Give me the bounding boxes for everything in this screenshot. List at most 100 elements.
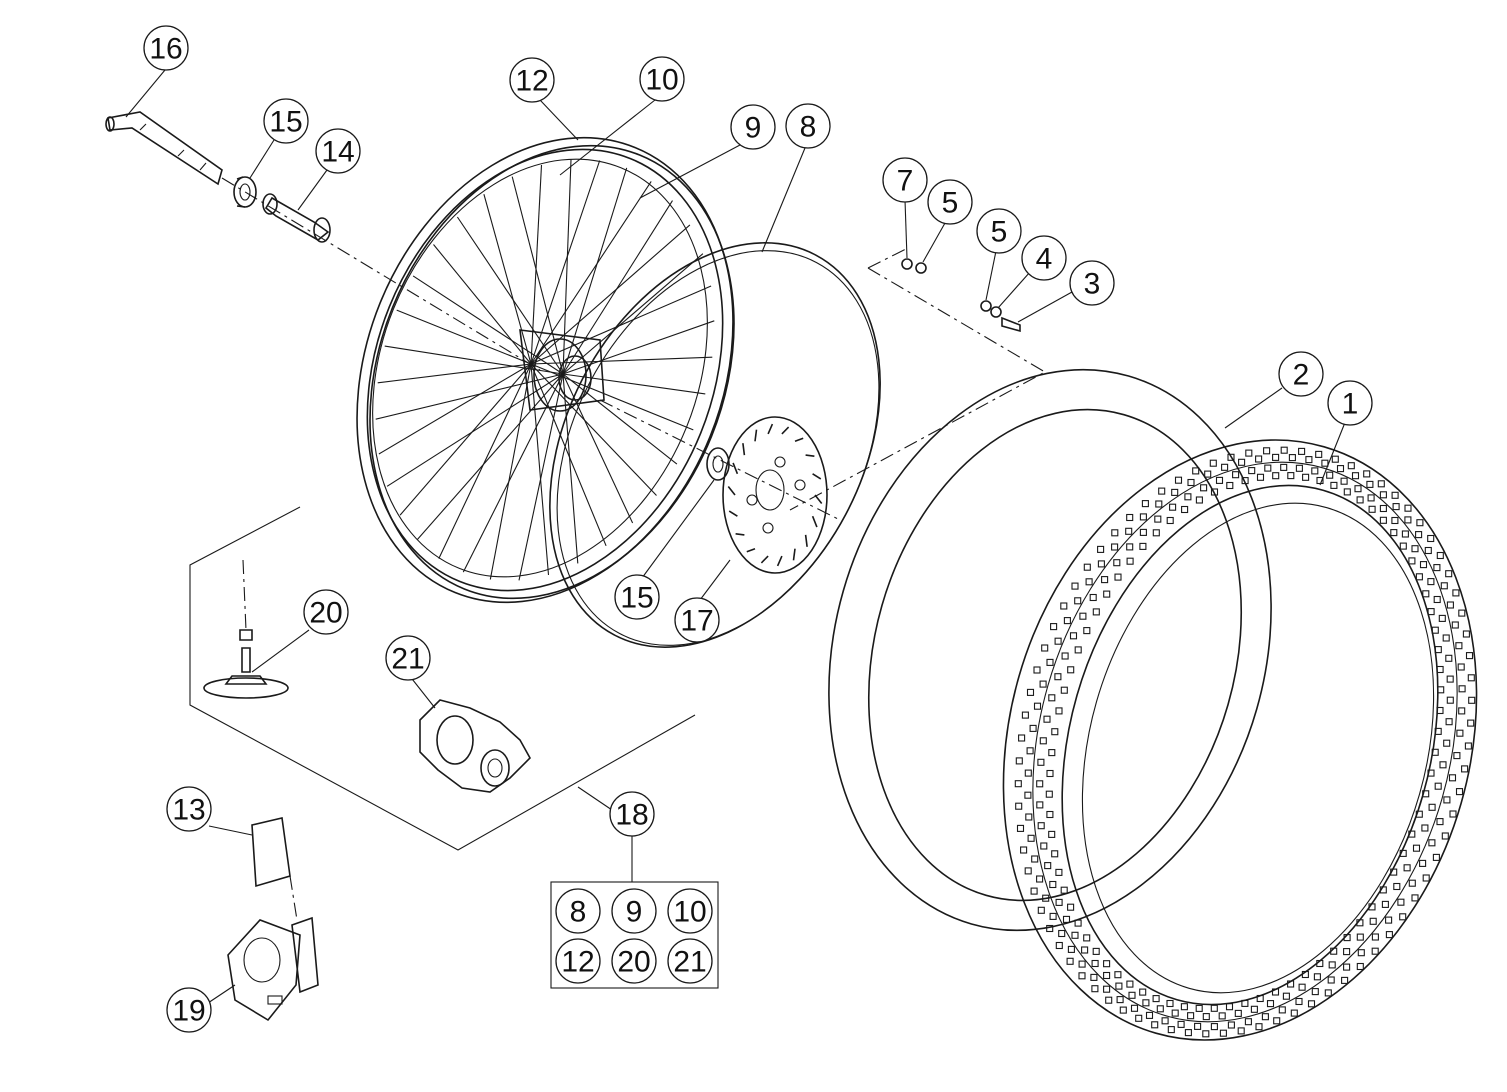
assembly-outline bbox=[189, 506, 719, 989]
tread-block bbox=[1427, 769, 1435, 777]
disc-slot bbox=[767, 423, 774, 435]
tread-block bbox=[1328, 961, 1336, 969]
tread-block bbox=[1467, 719, 1475, 727]
tread-block bbox=[1114, 971, 1122, 979]
tread-block bbox=[1166, 999, 1174, 1008]
spoke bbox=[518, 373, 564, 581]
tread-block bbox=[1145, 1011, 1154, 1019]
callout-2: 2 bbox=[1278, 351, 1324, 397]
tread-block bbox=[1415, 531, 1423, 539]
spoke bbox=[562, 373, 634, 524]
kit-item-10: 10 bbox=[667, 888, 713, 934]
tread-block bbox=[1437, 686, 1445, 694]
tread-block bbox=[1298, 983, 1306, 991]
tread-block bbox=[1272, 472, 1280, 480]
tread-block bbox=[1024, 867, 1032, 875]
kit-item-9: 9 bbox=[611, 888, 657, 934]
tread-block bbox=[1048, 694, 1056, 702]
svg-text:4: 4 bbox=[1036, 243, 1053, 276]
tread-block bbox=[1363, 470, 1371, 478]
tread-block bbox=[1167, 1026, 1175, 1034]
callout-18: 18 bbox=[609, 791, 655, 837]
tread-block bbox=[1282, 992, 1290, 1000]
tread-block bbox=[1202, 1030, 1210, 1038]
spoke bbox=[530, 224, 691, 365]
tread-block bbox=[1434, 727, 1442, 735]
spoke bbox=[456, 216, 564, 375]
tread-block bbox=[1103, 960, 1111, 968]
tread-block bbox=[1343, 963, 1351, 971]
tread-block bbox=[1046, 810, 1054, 819]
tread-block bbox=[1031, 855, 1039, 863]
tread-block bbox=[1036, 780, 1044, 788]
tread-block bbox=[1343, 934, 1351, 942]
svg-text:13: 13 bbox=[172, 794, 205, 827]
tread-block bbox=[1025, 813, 1033, 821]
disc-slot bbox=[732, 462, 739, 475]
spoke bbox=[438, 363, 532, 559]
tread-block bbox=[1066, 957, 1074, 965]
tread-block bbox=[1250, 1005, 1258, 1013]
tread-block bbox=[1103, 590, 1111, 598]
spoke bbox=[417, 373, 564, 540]
tread-block bbox=[1060, 886, 1068, 894]
tread-block bbox=[1037, 906, 1045, 914]
tread-block bbox=[1063, 617, 1071, 625]
tread-block bbox=[1232, 471, 1240, 479]
tread-block bbox=[1415, 573, 1423, 581]
tread-block bbox=[1263, 447, 1271, 455]
tread-block bbox=[1290, 1009, 1298, 1017]
tread-block bbox=[1428, 839, 1436, 847]
tread-block bbox=[1431, 748, 1439, 756]
spoke bbox=[530, 356, 713, 365]
svg-text:16: 16 bbox=[149, 33, 182, 66]
spoke bbox=[530, 160, 601, 365]
tread-block bbox=[1273, 1017, 1281, 1025]
tread-block bbox=[1111, 529, 1119, 537]
tread-block bbox=[1390, 529, 1398, 537]
tread-block bbox=[1261, 1013, 1269, 1021]
tread-block bbox=[1305, 456, 1313, 464]
spoke bbox=[489, 363, 532, 580]
svg-text:15: 15 bbox=[620, 582, 653, 615]
tread-block bbox=[1331, 455, 1339, 463]
inner-tube bbox=[828, 368, 1272, 932]
tread-block bbox=[1226, 481, 1234, 490]
spoke bbox=[375, 373, 564, 420]
tread-block bbox=[1245, 449, 1253, 457]
tread-block bbox=[1453, 752, 1461, 760]
tread-block bbox=[1458, 609, 1466, 617]
axle-centerline bbox=[599, 399, 841, 521]
tread-block bbox=[1227, 453, 1235, 461]
tread-block bbox=[1278, 1006, 1286, 1014]
tread-block bbox=[1316, 959, 1324, 968]
tread-block bbox=[1379, 516, 1387, 524]
tread-block bbox=[1126, 513, 1134, 522]
tread-block bbox=[1403, 864, 1411, 872]
wheel-bearing-right bbox=[706, 447, 730, 481]
tread-block bbox=[1427, 608, 1435, 616]
tread-block bbox=[1225, 1003, 1234, 1011]
tread-block bbox=[1048, 749, 1056, 757]
tread-block bbox=[1015, 757, 1023, 765]
tread-block bbox=[1449, 810, 1457, 818]
tread-block bbox=[1464, 742, 1472, 750]
tread-block bbox=[1311, 988, 1319, 996]
tread-block bbox=[1016, 824, 1025, 832]
tread-block bbox=[1441, 832, 1449, 840]
tread-block bbox=[1060, 602, 1068, 610]
tread-block bbox=[1371, 933, 1379, 941]
tread-block bbox=[1079, 612, 1087, 620]
tread-block bbox=[1431, 626, 1439, 634]
callout-16: 16 bbox=[143, 25, 189, 71]
tread-block bbox=[1244, 1018, 1252, 1026]
tread-block bbox=[1021, 711, 1029, 719]
tread-block bbox=[1091, 985, 1099, 993]
tread-block bbox=[1115, 982, 1123, 990]
disc-slot bbox=[742, 443, 746, 456]
tread-block bbox=[1401, 530, 1409, 538]
tread-block bbox=[1457, 663, 1465, 671]
tread-block bbox=[1054, 637, 1062, 645]
tread-block bbox=[1419, 859, 1427, 867]
tread-block bbox=[1218, 1012, 1226, 1020]
